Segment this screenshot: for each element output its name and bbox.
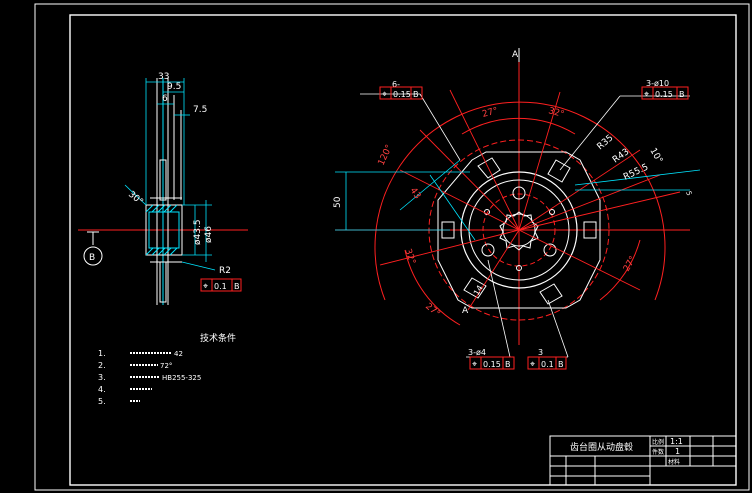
tol-value: 0.15 [655, 90, 673, 99]
qty-label: 件数 [652, 448, 664, 456]
dim-14: 14 [472, 284, 485, 297]
note-bottom-left: 3-ø4 [468, 348, 486, 357]
tech-num-3: 3. [98, 373, 106, 382]
datum-b-label: B [89, 253, 95, 263]
inner-frame [69, 14, 737, 486]
dim-43: 43 [408, 186, 423, 201]
tol-value: 0.15 [483, 360, 501, 369]
tech-num-4: 4. [98, 385, 106, 394]
dim-7-5: 7.5 [193, 105, 207, 115]
note-top: 6- [392, 80, 400, 89]
note-side: 5 [684, 190, 693, 197]
tol-top-box: ⌖ 0.15 B [379, 86, 423, 100]
tol-symbol: ⌖ [203, 282, 208, 292]
side-view: 33 9.5 6 7.5 30° ø43.5 ø46 R2 ⌖ 0.1 B B [78, 72, 248, 305]
tech-num-2: 2. [98, 361, 106, 370]
tech-text-1: 42 [174, 350, 183, 358]
angle-arc-left [404, 249, 461, 326]
tech-text-3: HB255-325 [162, 374, 201, 382]
tol-symbol: ⌖ [644, 90, 649, 100]
tol-datum: B [413, 90, 419, 99]
tol-symbol: ⌖ [530, 360, 535, 370]
spline-tooth [159, 261, 167, 303]
dim-9-5: 9.5 [167, 82, 181, 92]
dim-r2: R2 [219, 266, 231, 276]
tol-symbol: ⌖ [472, 360, 477, 370]
tol-symbol: ⌖ [382, 90, 387, 100]
construction-lines [335, 159, 701, 241]
dim-30-deg: 30° [126, 190, 145, 208]
tol-datum: B [558, 360, 564, 369]
dim-6: 6 [162, 94, 168, 104]
tech-num-1: 1. [98, 349, 106, 358]
bolt-hole [512, 186, 526, 200]
hub-hatch [145, 204, 178, 256]
angle-arc-right [599, 239, 641, 301]
tol-datum: B [234, 282, 240, 291]
tol-datum: B [505, 360, 511, 369]
dim-120: 120° [377, 143, 395, 167]
pin-hole [516, 265, 522, 271]
tol-value: 0.1 [541, 360, 554, 369]
section-a-bottom: A [462, 306, 469, 316]
spline-bore [502, 213, 536, 247]
dim-32-left: 32° [402, 248, 417, 266]
scale-label: 比例 [652, 438, 664, 446]
side-dim-lines [124, 78, 216, 271]
tech-requirements: 技术条件 1. 42 2. 72° 3. HB255-325 4. 5. [98, 332, 236, 406]
outer-frame [34, 3, 750, 491]
dim-10: 10° [647, 147, 664, 166]
tech-title: 技术条件 [200, 332, 236, 344]
hub-inner-circle [468, 179, 570, 281]
dim-dia-43-5: ø43.5 [193, 219, 203, 245]
qty-value: 1 [675, 447, 680, 456]
tech-text-2: 72° [160, 362, 172, 370]
title-block: 齿台圈从动盘毂 比例 1:1 件数 1 材料 [549, 435, 737, 486]
bolt-hole [543, 243, 557, 257]
dim-27-top: 27° [481, 106, 499, 120]
note-bottom-right: 3 [538, 348, 543, 357]
tol-bottom-right-box: ⌖ 0.1 B [527, 356, 567, 370]
side-tolerance-box: ⌖ 0.1 B [200, 278, 242, 292]
tol-value: 0.1 [214, 282, 227, 291]
outer-lugs [437, 151, 601, 309]
angle-arc-top [461, 117, 576, 135]
pin-hole [484, 209, 490, 215]
scale-value: 1:1 [670, 437, 683, 446]
note-right: 3-ø10 [646, 79, 669, 88]
dim-50: 50 [333, 196, 343, 208]
drawing-title: 齿台圈从动盘毂 [570, 441, 633, 453]
dim-32-top: 32° [547, 106, 565, 120]
dim-27-right: 27° [622, 255, 639, 274]
spline-teeth [499, 211, 539, 251]
dim-27-left: 27° [423, 302, 442, 320]
hub-circle [460, 171, 578, 289]
tol-bottom-left-box: ⌖ 0.15 B [469, 356, 515, 370]
section-a-top: A [512, 50, 519, 60]
tol-right-box: ⌖ 0.15 B [641, 86, 689, 100]
datum-b-circle [83, 246, 103, 266]
material-label: 材料 [668, 458, 680, 466]
pin-hole [549, 209, 555, 215]
dim-33: 33 [158, 72, 169, 82]
bolt-hole [481, 243, 495, 257]
tol-value: 0.15 [393, 90, 411, 99]
outer-dim-arc [374, 101, 666, 301]
dim-r35: R35 [596, 133, 616, 152]
spline-tooth [159, 159, 167, 201]
tech-num-5: 5. [98, 397, 106, 406]
dim-dia-46: ø46 [204, 226, 214, 243]
radial-dims [379, 89, 681, 311]
tol-datum: B [679, 90, 685, 99]
dim-r55-5: R55.5 [622, 163, 650, 183]
front-view: A A 27° 32° 120° R35 R43 R55.5 10° 50 43… [333, 48, 701, 370]
